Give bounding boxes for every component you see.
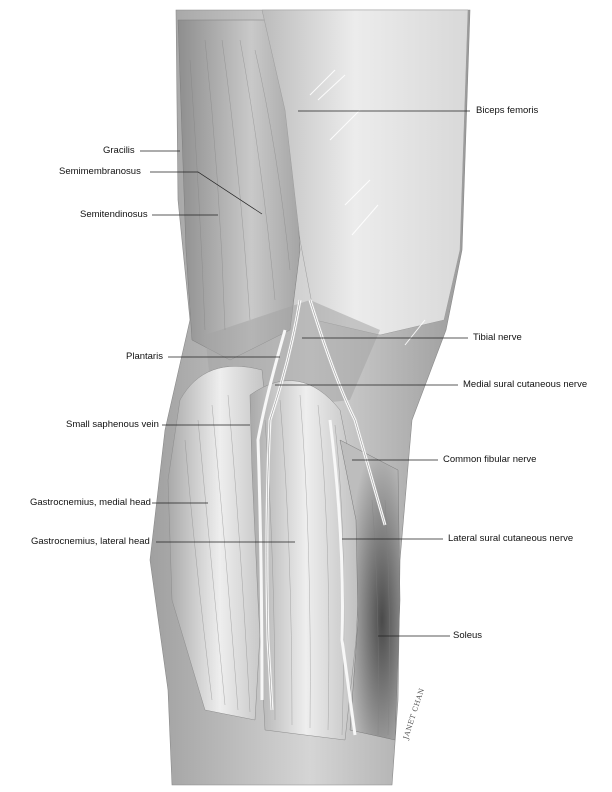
label-gracilis: Gracilis	[103, 145, 135, 156]
label-plantaris: Plantaris	[126, 351, 163, 362]
gastrocnemius-medial-shape	[167, 366, 273, 721]
leader-lines	[140, 110, 470, 637]
label-medial-sural-cutaneous-nerve: Medial sural cutaneous nerve	[463, 379, 588, 390]
label-gastrocnemius-lateral-head: Gastrocnemius, lateral head	[31, 536, 150, 547]
soleus-shape	[339, 439, 401, 741]
small-saphenous-vein-path	[256, 329, 287, 701]
label-tibial-nerve: Tibial nerve	[473, 332, 522, 343]
label-semitendinosus: Semitendinosus	[80, 209, 148, 220]
lateral-sural-cutaneous-nerve-path	[328, 419, 357, 736]
label-common-fibular-nerve: Common fibular nerve	[443, 454, 537, 465]
label-semimembranosus: Semimembranosus	[59, 166, 141, 177]
label-lateral-sural-cutaneous-nerve: Lateral sural cutaneous nerve	[448, 533, 574, 544]
label-soleus: Soleus	[453, 630, 483, 641]
thigh-highlights	[309, 69, 426, 346]
leader-semimembranosus	[150, 171, 263, 215]
label-gastrocnemius-medial-head: Gastrocnemius, medial head	[30, 497, 151, 508]
label-biceps-femoris: Biceps femoris	[476, 105, 539, 116]
label-small-saphenous-vein: Small saphenous vein	[66, 419, 159, 430]
